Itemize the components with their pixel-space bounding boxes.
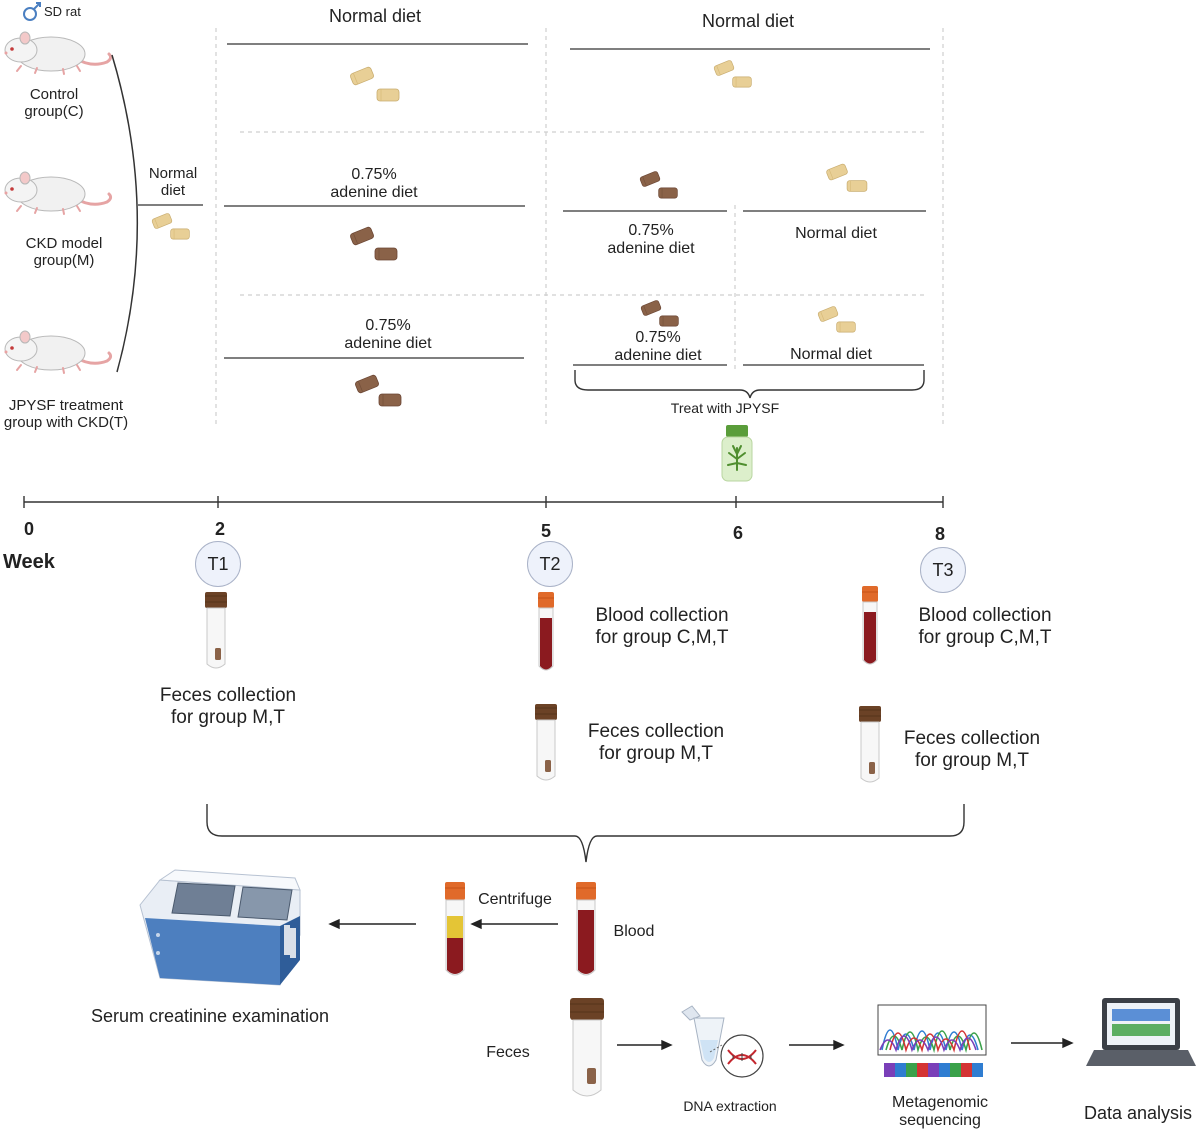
t2-feces-collection-label: Feces collection for group M,T (587, 721, 725, 764)
model-diet-w6-8-label: Normal diet (795, 225, 877, 242)
t1-feces-collection-label: Feces collection for group M,T (159, 685, 297, 728)
laptop-icon (1086, 998, 1196, 1066)
blood-tube-t2-icon (537, 591, 555, 671)
tick-label-week-0: 0 (23, 519, 34, 539)
subject-text: SD rat (44, 4, 81, 19)
timeline-axis (23, 496, 944, 508)
pellet-normal (170, 228, 190, 240)
pellet-adenine (374, 247, 398, 261)
t3-blood-collection-label: Blood collection for group C,M,T (918, 605, 1052, 648)
t2-blood-collection-label: Blood collection for group C,M,T (595, 605, 729, 648)
pellet-adenine (658, 187, 678, 199)
model-diet-w2-5-label: 0.75% adenine diet (330, 166, 418, 202)
timepoint-t2: T2 (527, 541, 573, 587)
feces-label: Feces (486, 1044, 530, 1061)
diet-bars (138, 43, 930, 366)
control-diet-w5-8-label: Normal diet (701, 11, 795, 31)
pellet-normal (732, 76, 752, 88)
feces-tube-t1-icon (204, 591, 228, 669)
pellet-normal (817, 305, 839, 323)
pellet-normal (825, 162, 849, 182)
workflow-arrows (328, 918, 1074, 1051)
pellet-adenine (659, 315, 679, 327)
treat-diet-w2-5-label: 0.75% adenine diet (344, 317, 432, 353)
tick-label-week-6: 6 (732, 523, 743, 543)
week-axis-label: Week (3, 551, 55, 573)
pellet-adenine (378, 393, 402, 407)
blood-label: Blood (613, 923, 655, 940)
control-diet-w2-5-label: Normal diet (328, 6, 422, 26)
pellet-normal (713, 59, 735, 77)
pellet-normal (376, 88, 400, 102)
rat-control-icon (3, 30, 113, 76)
model-diet-w5-6-label: 0.75% adenine diet (607, 222, 695, 258)
dashed-column-dividers (215, 28, 944, 425)
tick-label-week-5: 5 (540, 521, 551, 541)
sequencing-chromatogram-icon (877, 1004, 987, 1056)
pellet-normal (836, 321, 856, 333)
male-symbol-icon (23, 2, 41, 21)
workflow-feces-tube-icon (570, 998, 604, 1097)
timepoint-t3: T3 (920, 547, 966, 593)
treatment-label: Treat with JPYSF (670, 400, 780, 416)
creatinine-analyzer-icon (139, 869, 301, 986)
tick-label-week-8: 8 (934, 524, 945, 544)
pre-normal-diet-label: Normal diet (148, 165, 198, 200)
pellet-normal (846, 180, 868, 192)
centrifuge-label: Centrifuge (478, 891, 552, 908)
group-treatment-label: JPYSF treatment group with CKD(T) (3, 397, 129, 432)
feces-tube-t2-icon (534, 703, 558, 781)
pellet-normal (151, 212, 173, 230)
group-model-label: CKD model group(M) (25, 235, 103, 270)
group-bracket (111, 54, 139, 373)
rat-model-icon (3, 170, 113, 216)
pellet-adenine (639, 170, 661, 188)
group-control-label: Control group(C) (24, 86, 84, 121)
workflow-blood-tube-icon (576, 882, 596, 976)
timepoint-t1: T1 (195, 541, 241, 587)
rat-treatment-icon (3, 329, 113, 375)
treat-diet-w5-6-label: 0.75% adenine diet (614, 329, 702, 365)
normal-diet-pellets (151, 59, 868, 333)
dna-extraction-icon (681, 1005, 764, 1078)
sequence-bases (884, 1063, 983, 1077)
treat-diet-w6-8-label: Normal diet (790, 346, 872, 363)
pellet-normal (349, 65, 375, 87)
blood-tube-t3-icon (861, 585, 879, 665)
tick-label-week-2: 2 (214, 519, 225, 539)
treatment-brace (574, 370, 925, 399)
pellet-adenine (349, 225, 375, 247)
data-analysis-label: Data analysis (1083, 1103, 1193, 1123)
pellet-adenine (640, 299, 662, 317)
collection-bracket (206, 804, 965, 863)
metagenomic-sequencing-label: Metagenomic sequencing (891, 1094, 989, 1130)
dna-extraction-label: DNA extraction (683, 1098, 777, 1114)
serum-tube-icon (445, 882, 465, 976)
jpysf-bottle-icon (721, 425, 753, 482)
feces-tube-t3-icon (858, 705, 882, 783)
pellet-adenine (354, 373, 380, 395)
serum-creatinine-label: Serum creatinine examination (90, 1006, 330, 1026)
t3-feces-collection-label: Feces collection for group M,T (903, 728, 1041, 771)
subject-label: SD rat (44, 4, 81, 20)
